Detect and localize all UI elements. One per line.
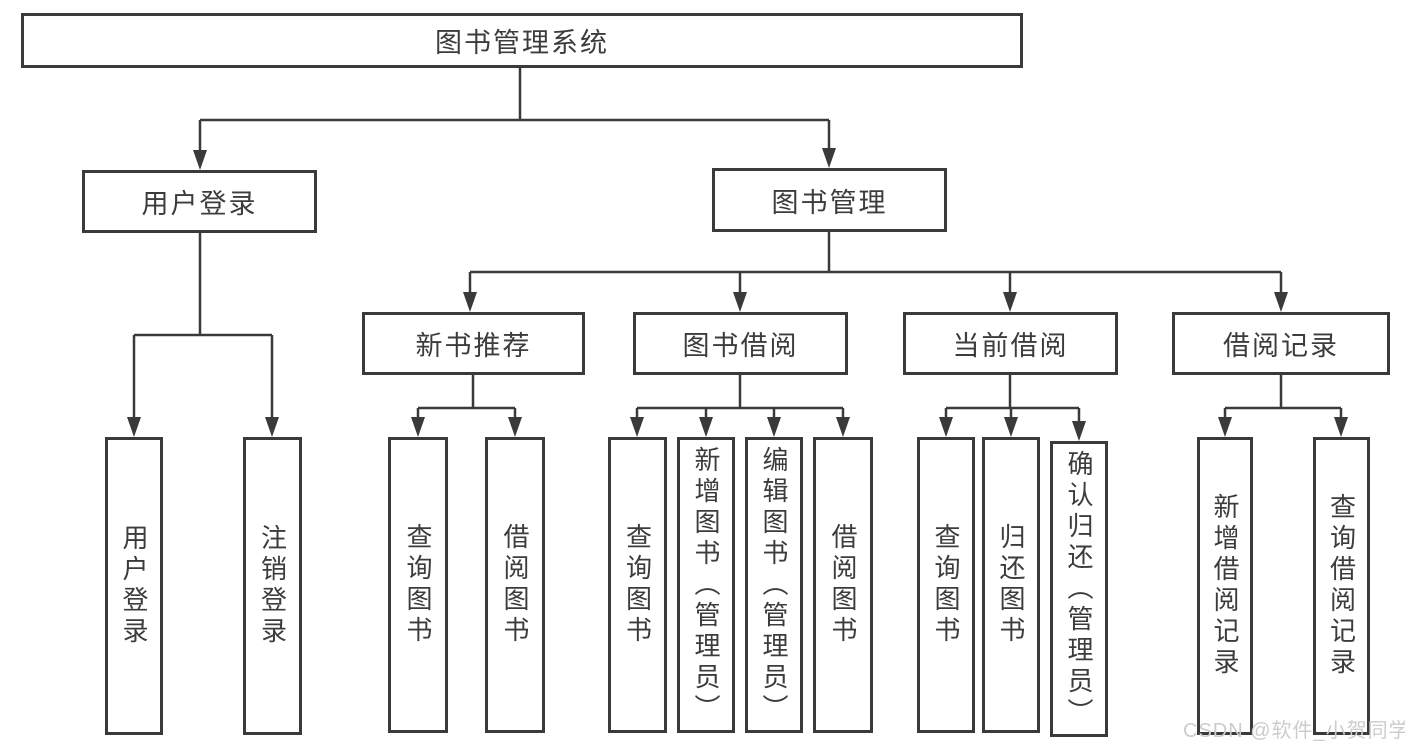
- leaf-borrow-books-borrowing: 借阅图书: [813, 437, 873, 733]
- watermark-text: CSDN @软件_小贺同学: [1183, 720, 1405, 742]
- leaf-query-borrow-record: 查询借阅记录: [1313, 437, 1370, 735]
- leaf-query-books-borrowing: 查询图书: [608, 437, 667, 733]
- leaf-return-book: 归还图书: [982, 437, 1040, 733]
- leaf-edit-book-admin: 编辑图书（管理员）: [745, 437, 803, 733]
- leaf-user-login: 用户登录: [105, 437, 163, 735]
- node-root: 图书管理系统: [21, 13, 1023, 68]
- leaf-query-books-current: 查询图书: [917, 437, 975, 733]
- leaf-confirm-return-admin: 确认归还（管理员）: [1050, 441, 1108, 737]
- leaf-query-books-recommend: 查询图书: [388, 437, 448, 733]
- node-current-borrowing: 当前借阅: [903, 312, 1118, 375]
- node-book-borrowing: 图书借阅: [633, 312, 848, 375]
- leaf-logout: 注销登录: [243, 437, 302, 735]
- node-borrowing-records: 借阅记录: [1172, 312, 1390, 375]
- node-new-book-recommend: 新书推荐: [362, 312, 585, 375]
- node-user-login-branch: 用户登录: [82, 170, 317, 233]
- leaf-add-book-admin: 新增图书（管理员）: [677, 437, 735, 733]
- leaf-add-borrow-record: 新增借阅记录: [1197, 437, 1253, 735]
- leaf-borrow-books-recommend: 借阅图书: [485, 437, 545, 733]
- node-book-management: 图书管理: [712, 168, 947, 232]
